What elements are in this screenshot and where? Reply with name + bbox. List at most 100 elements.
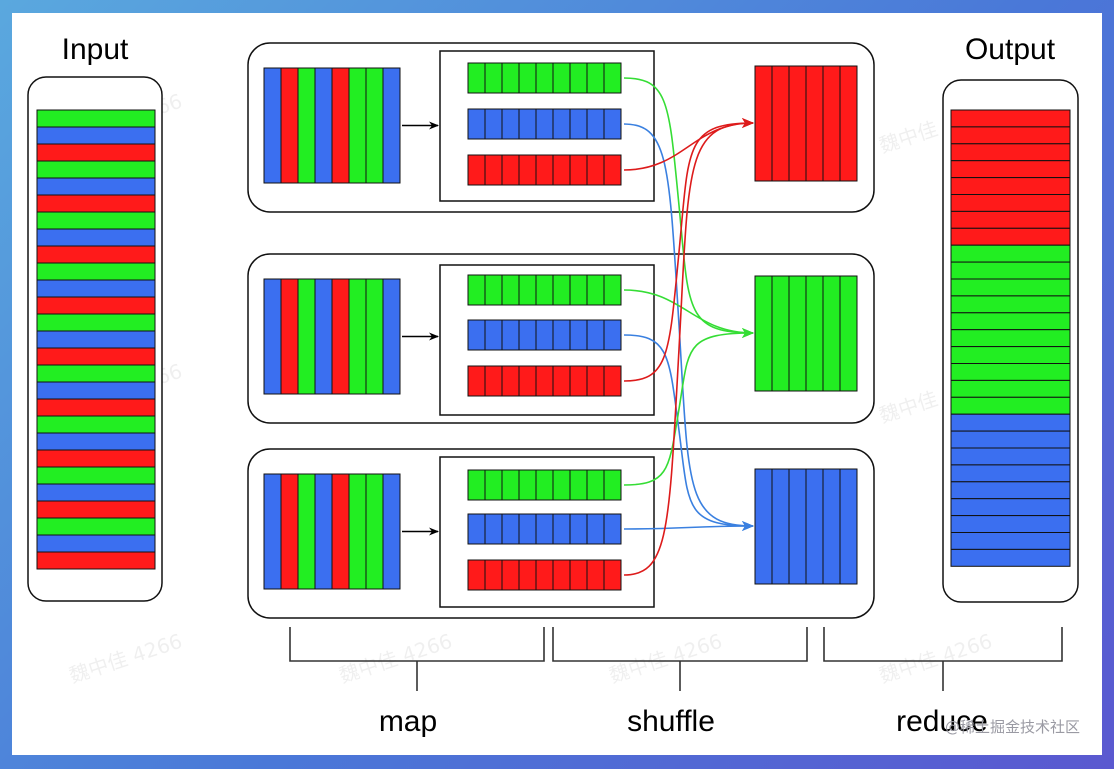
partition-cell (569, 274, 588, 306)
partition-cell (586, 154, 605, 186)
input-stripe (36, 245, 156, 264)
mapper-input-stripe (280, 67, 299, 184)
mapper-input-stripe (365, 67, 384, 184)
reduce-label: reduce (896, 705, 988, 738)
reducer-stripe (788, 468, 807, 585)
reducer-stripe (839, 468, 858, 585)
partition-cell (569, 365, 588, 397)
reducer-stripe (754, 275, 773, 392)
input-stripe (36, 109, 156, 128)
reducer-stripe (771, 65, 790, 182)
input-stripe (36, 500, 156, 519)
partition-cell (552, 513, 571, 545)
mapper-input-stripe (348, 278, 367, 395)
partition-cell (535, 513, 554, 545)
partition-cell (552, 108, 571, 140)
mapper-input-stripe (297, 473, 316, 590)
partition-cell (586, 274, 605, 306)
mapper-input-stripe (314, 278, 333, 395)
output-stripe (950, 379, 1071, 398)
mapper-input-stripe (280, 278, 299, 395)
input-stripe (36, 126, 156, 145)
partition-cell (586, 108, 605, 140)
input-stripe (36, 262, 156, 281)
reducer-stripe (839, 65, 858, 182)
output-stripe (950, 194, 1071, 212)
partition-cell (484, 108, 503, 140)
watermark-text: 魏中佳 4266 (876, 629, 995, 688)
output-stripe (950, 126, 1071, 145)
partition-cell (518, 154, 537, 186)
credit-text: @稀土掘金技术社区 (944, 718, 1080, 736)
partition-cell (586, 513, 605, 545)
mapper-input-stripe (382, 473, 401, 590)
partition-cell (518, 365, 537, 397)
partition-cell (586, 559, 605, 591)
output-stripe (950, 210, 1071, 229)
reducer-stripe (754, 65, 773, 182)
output-stripe (950, 413, 1071, 432)
partition-cell (569, 559, 588, 591)
shuffle-arrow (623, 521, 754, 532)
input-label: Input (62, 33, 129, 66)
input-stripe (36, 347, 156, 366)
input-stripe (36, 211, 156, 230)
output-stripe (950, 278, 1071, 297)
partition-cell (467, 62, 486, 94)
partition-cell (552, 154, 571, 186)
partition-cell (552, 365, 571, 397)
output-stripe (950, 481, 1071, 500)
mapper-input-stripe (297, 67, 316, 184)
reducer-stripe (839, 275, 858, 392)
mapper-input-stripe (263, 278, 282, 395)
mapper-input-stripe (314, 67, 333, 184)
partition-cell (467, 513, 486, 545)
input-stripe (36, 296, 156, 315)
partition-cell (501, 274, 520, 306)
partition-cell (569, 513, 588, 545)
partition-cell (518, 319, 537, 351)
output-stripe (950, 109, 1071, 128)
shuffle-arrows (623, 77, 754, 576)
partition-cell (569, 62, 588, 94)
mapper-input-stripe (382, 278, 401, 395)
shuffle-arrow (623, 289, 754, 338)
partition-cell (569, 469, 588, 501)
reducer-stripe (788, 275, 807, 392)
reducer-stripe (805, 65, 824, 182)
output-stripe (950, 548, 1071, 567)
partition-cell (518, 274, 537, 306)
mapper-input-stripe (263, 473, 282, 590)
partition-cell (603, 62, 622, 94)
output-stripe (950, 532, 1071, 550)
partition-cell (603, 559, 622, 591)
partition-cell (569, 108, 588, 140)
map-label: map (379, 705, 437, 738)
input-stripe (36, 194, 156, 213)
output-stripe (950, 160, 1071, 179)
partition-cell (535, 365, 554, 397)
mapper-input-stripe (348, 473, 367, 590)
shuffle-arrow (623, 334, 754, 531)
input-stripe (36, 177, 156, 196)
partition-cell (501, 365, 520, 397)
partition-cell (552, 319, 571, 351)
output-stripe (950, 244, 1071, 263)
partition-cell (603, 319, 622, 351)
mapper-input-stripe (331, 67, 350, 184)
partition-cell (484, 513, 503, 545)
partition-cell (569, 154, 588, 186)
input-stripe (36, 551, 156, 570)
output-stripe (950, 312, 1071, 331)
output-label: Output (965, 33, 1056, 66)
output-stripe (950, 498, 1071, 517)
mapper-input-stripe (297, 278, 316, 395)
partition-cell (569, 319, 588, 351)
input-stripe (36, 398, 156, 417)
input-stripe (36, 160, 156, 179)
input-stripe (36, 449, 156, 468)
partition-cell (535, 154, 554, 186)
reducer-stripe (822, 65, 841, 182)
